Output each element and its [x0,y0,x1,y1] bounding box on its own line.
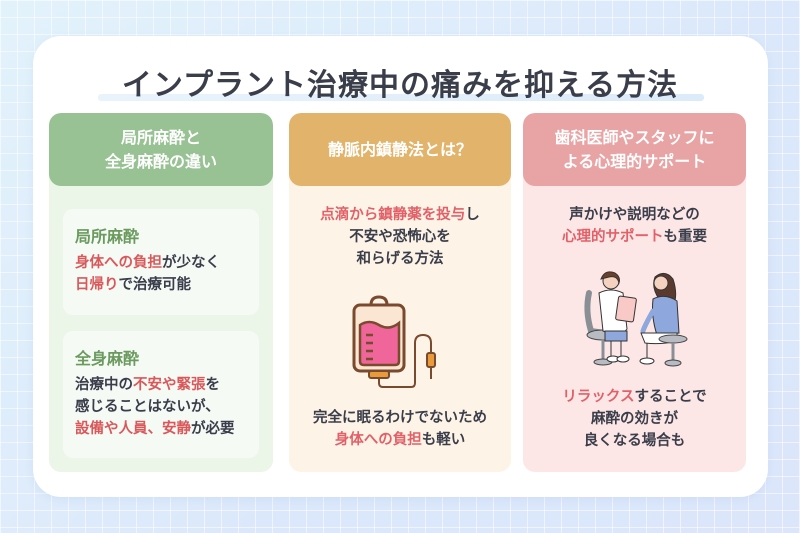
subcard-title: 局所麻酔 [75,227,140,246]
body-text: 完全に眠るわけでないため [313,410,487,426]
iv-drip-bag-icon [349,293,459,392]
body-text: が必要 [191,420,235,437]
column-header-psych-support: 歯科医師やスタッフに よる心理的サポート [523,113,746,186]
body-text: が少なく [162,255,220,271]
psych-support-benefit: リラックスすることで 麻酔の効きが 良くなる場合も [523,387,746,452]
body-text: し [465,207,480,223]
body-text: を [205,377,221,393]
column-anesthesia-comparison: 局所麻酔と 全身麻酔の違い 局所麻酔 身体への負担が少なく 日帰りで治療可能 全… [49,113,273,472]
header-line: 局所麻酔と [120,128,201,148]
body-text: 和らげる方法 [356,250,444,267]
body-text: 良くなる場合も [583,432,686,449]
subcard-text: 身体への負担が少なく 日帰りで治療可能 [75,253,247,297]
title-underline [98,94,704,101]
highlight-text: 心理的サポート [562,228,664,245]
subcard-local-anesthesia: 局所麻酔 身体への負担が少なく 日帰りで治療可能 [63,209,259,315]
column-header-iv-sedation: 静脈内鎮静法とは？ [289,113,511,186]
body-text: 声かけや説明などの [569,207,700,223]
doctor-patient-consultation-illustration [581,271,691,375]
highlight-text: 点滴から鎮静薬を投与 [320,207,466,223]
column-iv-sedation: 静脈内鎮静法とは？ 点滴から鎮静薬を投与し 不安や恐怖心を 和らげる方法 完全に… [289,113,511,472]
body-text: 麻酔の効きが [591,410,678,427]
header-line: 歯科医師やスタッフに [554,128,715,148]
page-title: インプラント治療中の痛みを抑える方法 [121,68,679,103]
header-line: よる心理的サポート [562,151,707,171]
body-text: 不安や恐怖心を [349,228,451,245]
body-text: 感じることはないが、 [75,398,220,415]
highlight-text: 日帰り [75,276,119,293]
subcard-text: 治療中の不安や緊張を 感じることはないが、 設備や人員、安静が必要 [75,375,247,440]
subcard-title: 全身麻酔 [75,349,140,368]
column-psychological-support: 歯科医師やスタッフに よる心理的サポート 声かけや説明などの 心理的サポートも重… [523,113,746,472]
highlight-text: 設備や人員、安静 [75,420,191,437]
subcard-general-anesthesia: 全身麻酔 治療中の不安や緊張を 感じることはないが、 設備や人員、安静が必要 [63,331,259,458]
body-text: も重要 [663,228,708,245]
body-text: で治療可能 [118,276,192,293]
body-text: することで [634,389,707,405]
header-line: 静脈内鎮静法とは？ [327,139,472,159]
highlight-text: 不安や緊張 [133,377,206,393]
iv-sedation-benefit: 完全に眠るわけでないため 身体への負担も軽い [289,408,511,452]
body-text: 治療中の [75,377,133,393]
header-line: 全身麻酔の違い [104,151,217,171]
body-text: も軽い [421,431,466,448]
psych-support-description: 声かけや説明などの 心理的サポートも重要 [523,205,746,249]
column-header-anesthesia: 局所麻酔と 全身麻酔の違い [49,113,273,186]
highlight-text: 身体への負担 [334,431,422,448]
highlight-text: 身体への負担 [75,255,162,271]
iv-sedation-description: 点滴から鎮静薬を投与し 不安や恐怖心を 和らげる方法 [289,205,511,270]
highlight-text: リラックス [562,389,635,405]
